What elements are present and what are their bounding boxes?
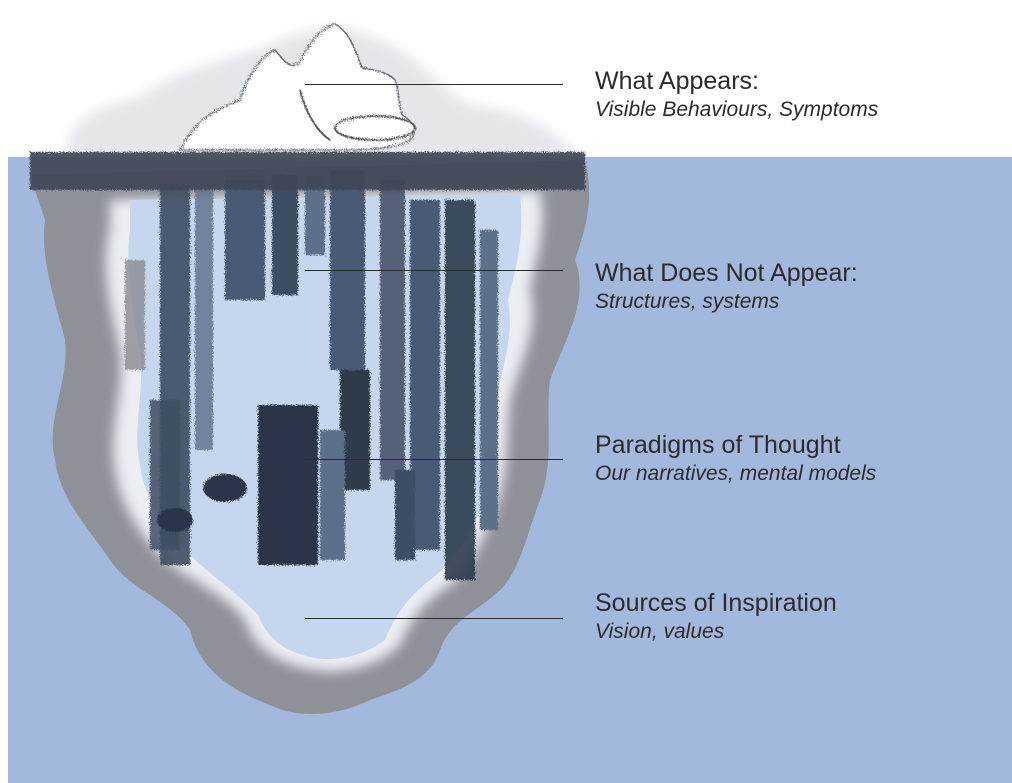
- leader-line-2: [305, 270, 563, 271]
- layer-title: Paradigms of Thought: [595, 430, 876, 460]
- layer-label-4: Sources of Inspiration Vision, values: [595, 588, 837, 646]
- layer-label-3: Paradigms of Thought Our narratives, men…: [595, 430, 876, 488]
- layer-subtitle: Our narratives, mental models: [595, 460, 876, 488]
- layer-title: What Appears:: [595, 66, 878, 96]
- layer-title: Sources of Inspiration: [595, 588, 837, 618]
- layer-label-2: What Does Not Appear: Structures, system…: [595, 258, 858, 316]
- layer-subtitle: Visible Behaviours, Symptoms: [595, 96, 878, 124]
- leader-line-3: [305, 459, 563, 460]
- layer-subtitle: Structures, systems: [595, 288, 858, 316]
- iceberg-waterline-band: [30, 152, 585, 190]
- layer-title: What Does Not Appear:: [595, 258, 858, 288]
- layer-subtitle: Vision, values: [595, 618, 837, 646]
- leader-line-4: [305, 618, 563, 619]
- layer-label-1: What Appears: Visible Behaviours, Sympto…: [595, 66, 878, 124]
- leader-line-1: [305, 84, 563, 85]
